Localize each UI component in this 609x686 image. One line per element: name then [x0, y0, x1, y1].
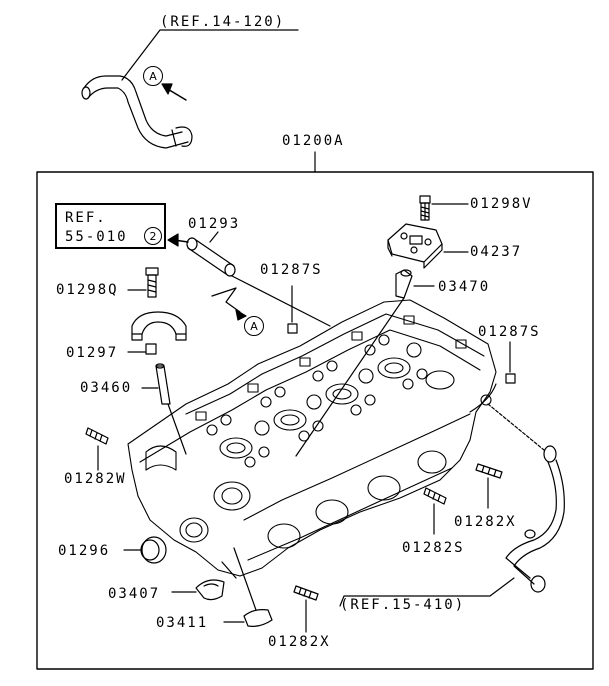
plug-03470 — [395, 269, 413, 299]
label-01282w[interactable]: 01282W — [64, 471, 127, 487]
plug-01287s-right — [505, 373, 516, 384]
label-01287s-upper[interactable]: 01287S — [260, 262, 323, 278]
label-01282s[interactable]: 01282S — [402, 540, 465, 556]
label-03470[interactable]: 03470 — [438, 279, 491, 295]
bolt-01298q — [145, 267, 159, 298]
label-01200a[interactable]: 01200A — [282, 133, 345, 149]
cylinder-head — [127, 299, 497, 577]
label-04237[interactable]: 04237 — [470, 244, 523, 260]
cover-04237 — [387, 223, 443, 269]
label-03460[interactable]: 03460 — [80, 380, 133, 396]
marker-a-top: A — [143, 66, 163, 86]
ref-box-line2: 55-010 — [65, 229, 128, 245]
label-ref-14-120[interactable]: (REF.14-120) — [160, 14, 286, 30]
label-01282x-bottom[interactable]: 01282X — [268, 634, 331, 650]
stud-01282x-bottom — [293, 585, 319, 601]
label-03411[interactable]: 03411 — [156, 615, 209, 631]
label-01287s-right[interactable]: 01287S — [478, 324, 541, 340]
label-01282x-right[interactable]: 01282X — [454, 514, 517, 530]
pipe-01293 — [186, 237, 236, 277]
breather-hose — [81, 75, 193, 149]
stud-01282w — [85, 427, 109, 445]
stud-01282x-right — [475, 463, 503, 479]
cam-cap — [131, 311, 187, 341]
marker-a-mid: A — [244, 316, 264, 336]
plug-01287s-upper — [287, 323, 298, 334]
ref-box-line1: REF. — [65, 210, 107, 226]
label-01296[interactable]: 01296 — [58, 543, 111, 559]
sleeve-03460 — [155, 363, 171, 405]
label-01293[interactable]: 01293 — [188, 216, 241, 232]
label-ref-15-410[interactable]: (REF.15-410) — [340, 597, 466, 613]
water-pipe — [505, 445, 565, 593]
seal-01296 — [140, 536, 167, 564]
ref-box-55-010[interactable]: REF. 55-010 2 — [55, 203, 166, 249]
dowel-01297 — [145, 343, 157, 355]
label-03407[interactable]: 03407 — [108, 586, 161, 602]
stud-01282s — [423, 487, 447, 505]
label-01298v[interactable]: 01298V — [470, 196, 533, 212]
bolt-01298v — [419, 195, 431, 221]
cap-03411 — [243, 609, 273, 627]
label-01297[interactable]: 01297 — [66, 345, 119, 361]
seal-03407 — [195, 579, 225, 601]
label-01298q[interactable]: 01298Q — [56, 282, 119, 298]
ref-box-circle: 2 — [144, 227, 162, 245]
